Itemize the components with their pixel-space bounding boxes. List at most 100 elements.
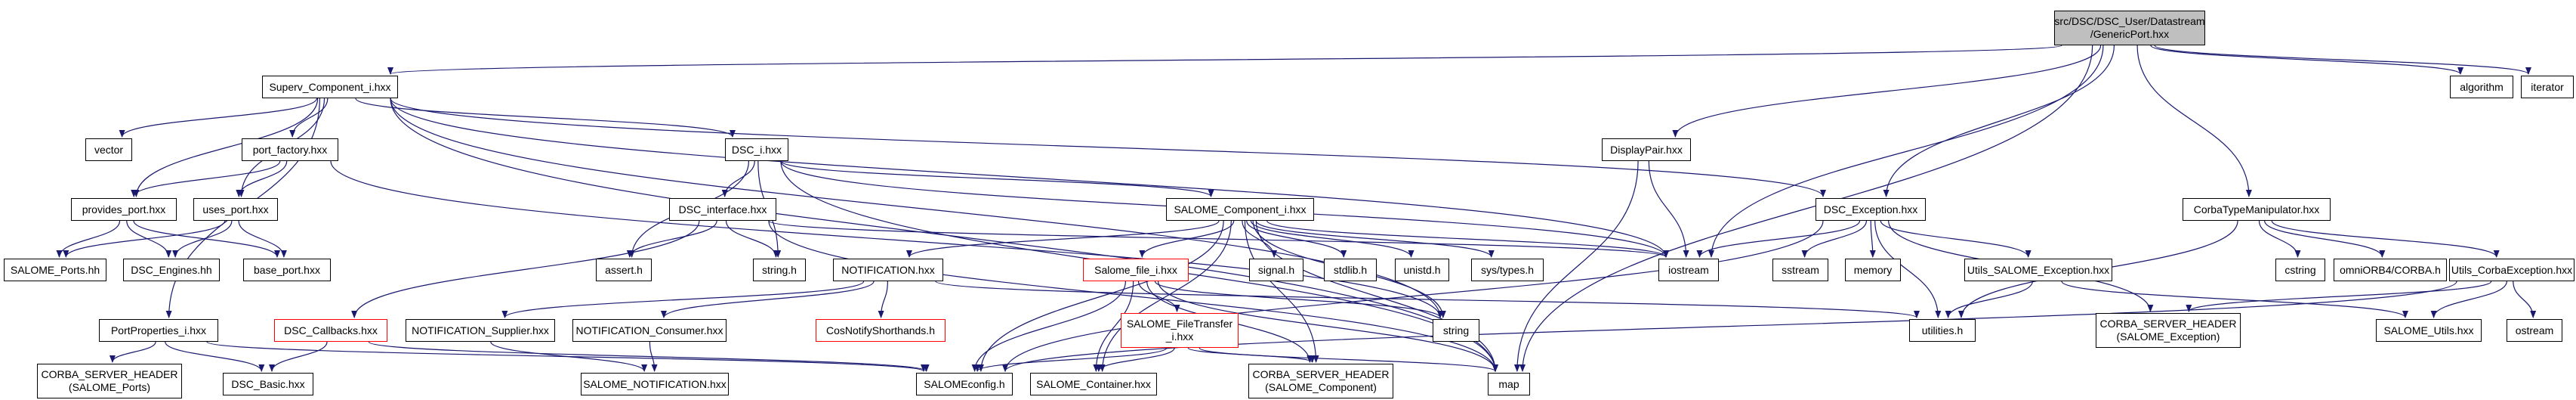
edge-generic_port-algorithm [2150,45,2463,75]
graph-node-salome_notification[interactable]: SALOME_NOTIFICATION.hxx [581,373,729,395]
edge-salome_component_i-iostream [1266,220,1669,258]
graph-node-utils_salome_exception[interactable]: Utils_SALOME_Exception.hxx [1964,259,2112,281]
graph-node-sstream: sstream [1772,259,1828,281]
edge-salome_filetransfer_i-salome_container [1095,347,1175,372]
graph-node-utilities_h[interactable]: utilities.h [1909,319,1976,342]
graph-node-uses_port[interactable]: uses_port.hxx [193,198,278,221]
edge-salome_component_i-notification [906,220,1220,258]
graph-node-base_port[interactable]: base_port.hxx [243,259,331,281]
graph-node-corba_server_header_ports: CORBA_SERVER_HEADER (SALOME_Ports) [37,364,182,398]
edge-utils_corba_exception-salomeconfig [1002,281,2457,372]
edge-superv_component-dsc_i [355,98,736,138]
edge-generic_port-corba_type_manipulator [2136,45,2252,197]
edge-dsc_callbacks-dsc_basic [269,341,328,372]
edge-portproperties-salomeconfig [206,341,927,372]
edge-utils_corba_exception-corba_server_header_exception [2186,281,2492,312]
graph-node-assert_h: assert.h [596,259,652,281]
graph-node-displaypair[interactable]: DisplayPair.hxx [1602,138,1691,161]
edge-dsc_interface-iostream [768,220,1669,258]
graph-node-salome_ports_hh: SALOME_Ports.hh [4,259,106,281]
edge-salome_component_i-unistd_h [1250,220,1414,258]
graph-node-corba_type_manipulator[interactable]: CorbaTypeManipulator.hxx [2183,198,2331,221]
graph-node-algorithm: algorithm [2450,76,2513,98]
edge-superv_component-provides_port [133,98,319,197]
graph-node-salome_file_i[interactable]: Salome_file_i.hxx [1083,259,1189,281]
graph-node-salome_filetransfer_i[interactable]: SALOME_FileTransfer _i.hxx [1121,313,1239,348]
graph-node-portproperties[interactable]: PortProperties_i.hxx [99,319,218,342]
graph-node-dsc_exception[interactable]: DSC_Exception.hxx [1816,198,1926,221]
edge-uses_port-base_port [238,220,287,258]
edge-salome_filetransfer_i-map [1199,347,1498,372]
graph-node-corba_server_header_exception: CORBA_SERVER_HEADER (SALOME_Exception) [2096,313,2241,348]
edge-salome_component_i-sys_types_h [1255,220,1495,258]
edge-salome_component_i-stdlib_h [1246,220,1347,258]
graph-node-cos_notify_shorthands[interactable]: CosNotifyShorthands.h [816,319,946,342]
edge-salome_file_i-map [1158,281,1498,372]
graph-node-port_factory[interactable]: port_factory.hxx [242,138,338,161]
edge-uses_port-salome_ports_hh [63,220,226,258]
edge-dsc_interface-assert_h [626,220,717,258]
edge-generic_port-superv_component [388,45,2062,75]
edge-portproperties-corba_server_header_ports [109,341,156,363]
graph-node-provides_port[interactable]: provides_port.hxx [71,198,177,221]
graph-node-notification[interactable]: NOTIFICATION.hxx [833,259,943,281]
edge-salome_component_i-salome_container [1099,220,1232,372]
edge-dsc_exception-sstream [1801,220,1868,258]
graph-node-salome_component_i[interactable]: SALOME_Component_i.hxx [1166,198,1314,221]
edge-salome_file_i-salomeconfig [971,281,1126,372]
graph-node-memory: memory [1845,259,1901,281]
graph-node-corba_server_header_component: CORBA_SERVER_HEADER (SALOME_Component) [1248,364,1393,398]
edge-utils_corba_exception-ostream [2513,281,2537,318]
edge-superv_component-dsc_exception [390,98,1826,197]
graph-node-string: string [1433,319,1479,342]
edge-corba_type_manipulator-cstring [2258,220,2301,258]
edge-uses_port-dsc_engines_hh [172,220,233,258]
graph-node-dsc_callbacks[interactable]: DSC_Callbacks.hxx [274,319,387,342]
graph-node-salomeconfig[interactable]: SALOMEconfig.h [916,373,1013,395]
graph-node-iostream: iostream [1658,259,1719,281]
edge-displaypair-iostream [1648,160,1689,258]
graph-node-vector: vector [85,138,132,161]
edge-superv_component-vector [119,98,318,138]
graph-node-sys_types_h: sys/types.h [1471,259,1544,281]
edge-salome_component_i-corba_server_header_component [1244,220,1319,363]
edge-dsc_exception-memory [1869,220,1876,258]
graph-node-notification_consumer[interactable]: NOTIFICATION_Consumer.hxx [572,319,727,342]
edge-generic_port-iostream [1708,45,2104,258]
graph-node-notification_supplier[interactable]: NOTIFICATION_Supplier.hxx [406,319,555,342]
edge-portproperties-dsc_basic [165,341,265,372]
edge-dsc_interface-dsc_callbacks [351,220,700,318]
edge-dsc_i-dsc_interface [721,160,755,197]
edge-corba_type_manipulator-utils_corba_exception [2271,220,2500,258]
edge-superv_component-iostream [390,98,1669,258]
edge-port_factory-provides_port [131,160,281,197]
edge-salome_component_i-salomeconfig [977,220,1224,372]
graph-node-utils_corba_exception[interactable]: Utils_CorbaException.hxx [2449,259,2574,281]
edge-notification-notification_consumer [661,281,875,318]
edge-notification-cos_notify_shorthands [878,281,888,318]
graph-node-string_h: string.h [753,259,806,281]
edge-salome_file_i-salome_filetransfer_i [1137,281,1180,312]
edge-dsc_exception-salomeconfig [1002,220,1824,372]
graph-node-salome_utils[interactable]: SALOME_Utils.hxx [2376,319,2482,342]
graph-node-dsc_basic[interactable]: DSC_Basic.hxx [223,373,313,395]
graph-node-dsc_i[interactable]: DSC_i.hxx [725,138,788,161]
edge-utils_corba_exception-salome_utils [2430,281,2507,318]
edge-generic_port-iterator [2154,45,2531,75]
graph-node-omniorb4_corba_h: omniORB4/CORBA.h [2334,259,2447,281]
edge-superv_component-port_factory [289,98,329,138]
graph-node-iterator: iterator [2521,76,2574,98]
edge-dsc_exception-utilities_h [1874,220,1942,318]
graph-node-dsc_engines_hh: DSC_Engines.hh [123,259,220,281]
edge-utils_salome_exception-utilities_h [1945,281,2033,318]
graph-node-superv_component[interactable]: Superv_Component_i.hxx [262,76,398,98]
edge-provides_port-base_port [133,220,280,258]
graph-node-salome_container[interactable]: SALOME_Container.hxx [1030,373,1157,395]
edge-salome_component_i-map [1255,220,1498,372]
graph-node-dsc_interface[interactable]: DSC_interface.hxx [669,198,776,221]
edge-corba_type_manipulator-omniorb4_corba_h [2264,220,2386,258]
edge-notification-notification_supplier [501,281,865,318]
graph-node-unistd_h: unistd.h [1395,259,1449,281]
edge-port_factory-string [330,160,1443,318]
